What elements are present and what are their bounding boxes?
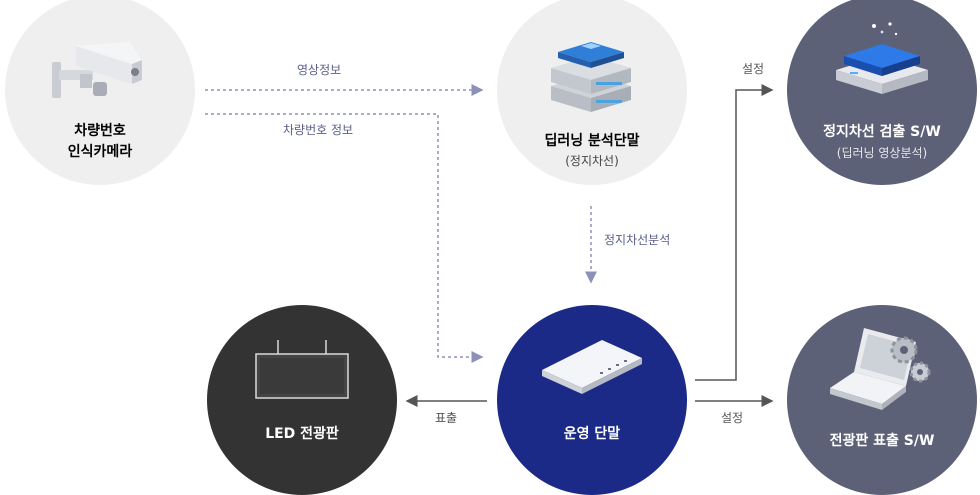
cctv-camera-icon <box>52 42 142 98</box>
edge-label-display: 표출 <box>435 411 458 425</box>
detection-title: 정지차선 검출 S/W <box>823 124 941 140</box>
laptop-gears-icon <box>830 328 931 410</box>
led-title: LED 전광판 <box>265 426 339 442</box>
edge-label-setting-top: 설정 <box>742 62 765 76</box>
deeplearning-title: 딥러닝 분석단말 <box>544 133 640 149</box>
edge-setting-top <box>695 84 774 381</box>
edge-label-plate-info: 차량번호 정보 <box>283 123 354 137</box>
camera-title-line1: 차량번호 <box>74 123 126 139</box>
edge-label-setting-bottom: 설정 <box>721 411 744 425</box>
edge-plate-info <box>205 113 484 363</box>
node-operation-terminal <box>497 305 687 495</box>
detection-subtitle: (딥러닝 영상분석) <box>836 146 928 160</box>
network-switch-icon <box>542 340 642 394</box>
display-sw-title: 전광판 표출 S/W <box>829 433 935 449</box>
led-board-icon <box>255 340 349 399</box>
edge-label-video-info: 영상정보 <box>297 63 342 77</box>
ai-chip-icon <box>836 22 928 94</box>
deeplearning-subtitle: (정지차선) <box>565 154 619 168</box>
operation-title: 운영 단말 <box>563 426 621 442</box>
edge-label-stopline-analysis: 정지차선분석 <box>604 233 671 247</box>
node-led-board <box>207 305 397 495</box>
server-stack-icon <box>551 42 631 112</box>
camera-title-line2: 인식카메라 <box>67 144 133 160</box>
